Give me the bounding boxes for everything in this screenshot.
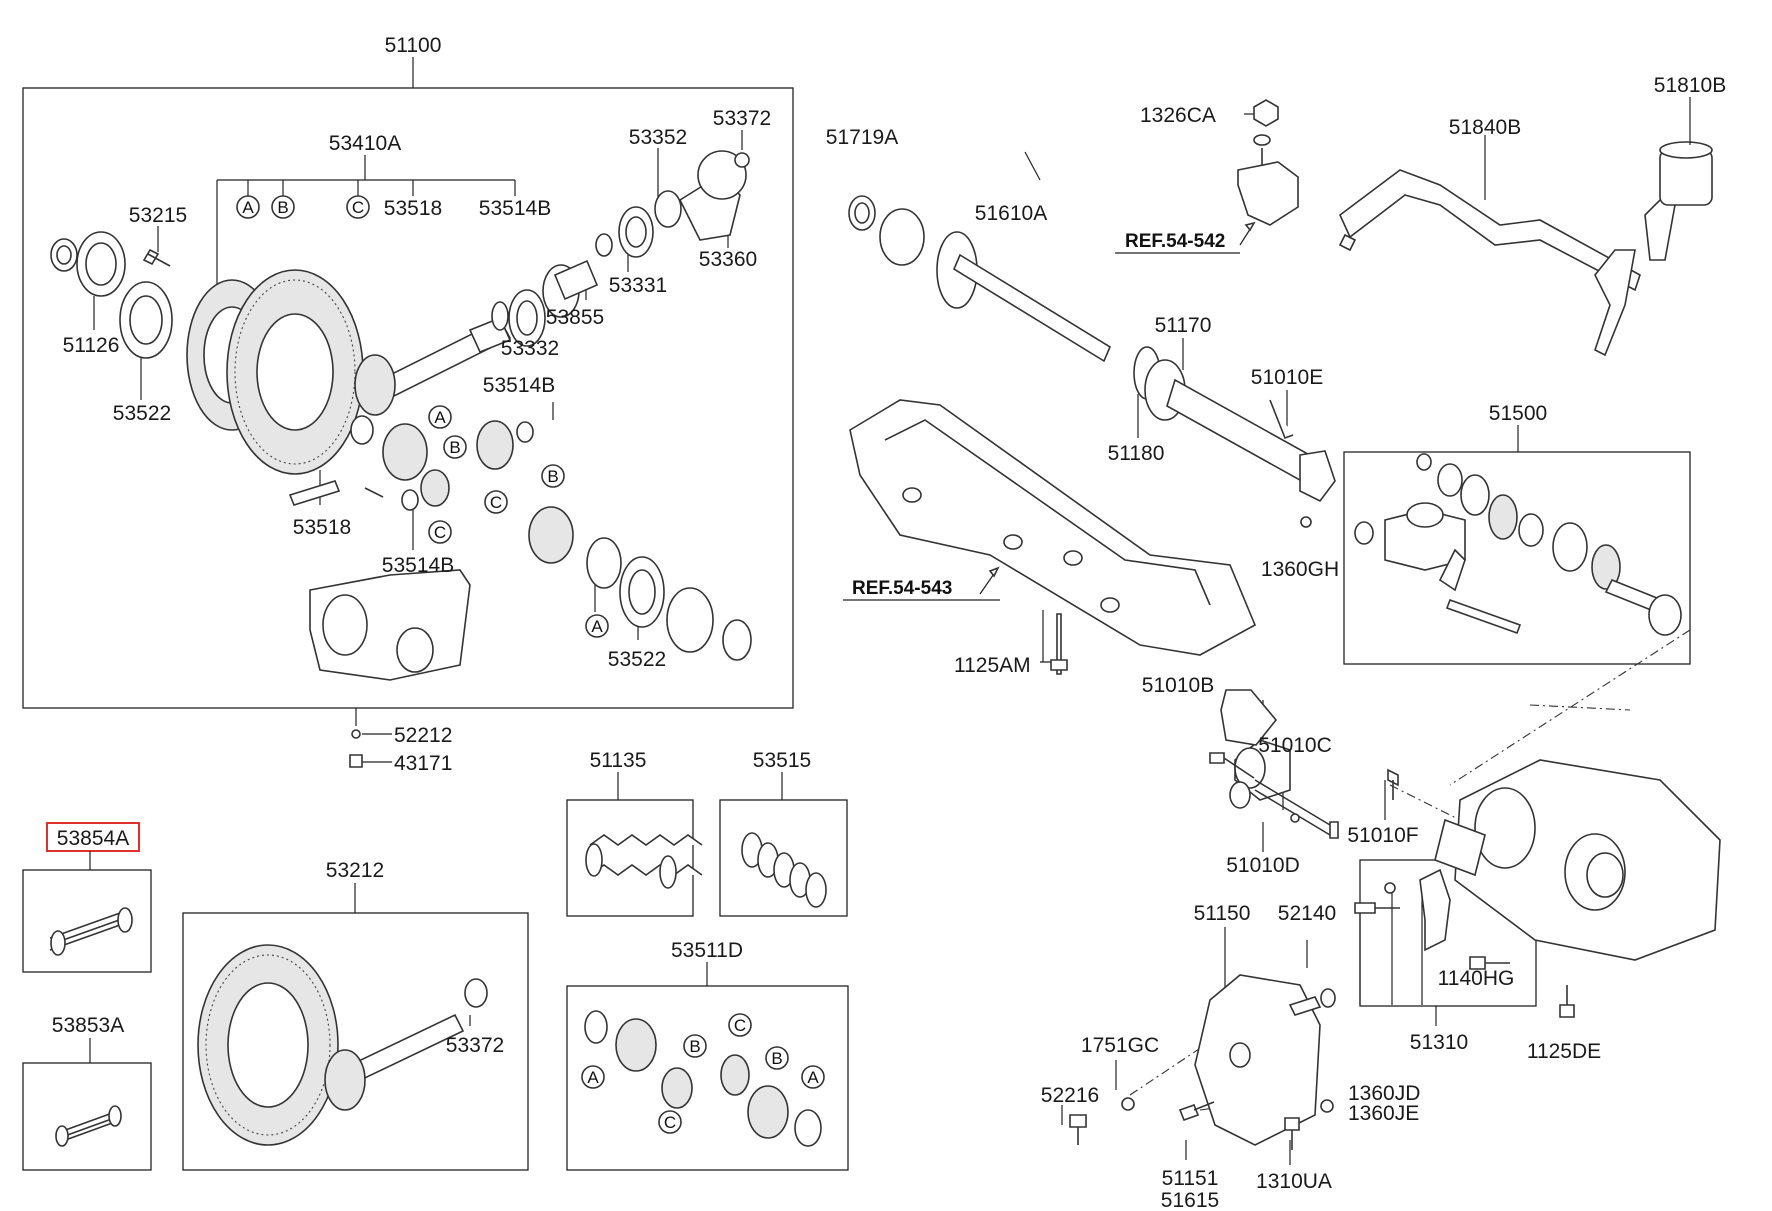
label-1360JD: 1360JD xyxy=(1348,1082,1420,1105)
svg-text:C: C xyxy=(734,1016,746,1035)
svg-text:A: A xyxy=(591,617,603,636)
label-51610A: 51610A xyxy=(975,202,1047,225)
label-1360GH: 1360GH xyxy=(1261,558,1339,581)
svg-text:B: B xyxy=(547,467,558,486)
svg-text:A: A xyxy=(242,198,254,217)
label-53522: 53522 xyxy=(113,402,171,425)
svg-text:B: B xyxy=(277,198,288,217)
label-53514B-c: 53514B xyxy=(382,554,454,577)
box-51500 xyxy=(1343,451,1691,665)
label-1125AM: 1125AM xyxy=(954,654,1031,677)
svg-text:C: C xyxy=(434,523,446,542)
label-1360JE: 1360JE xyxy=(1348,1102,1419,1125)
label-51310: 51310 xyxy=(1410,1031,1468,1054)
label-53854A: 53854A xyxy=(57,827,129,850)
box-51135 xyxy=(566,799,694,917)
label-53332: 53332 xyxy=(501,337,559,360)
label-51840B: 51840B xyxy=(1449,116,1521,139)
svg-text:A: A xyxy=(587,1068,599,1087)
label-51150: 51150 xyxy=(1194,902,1251,925)
label-53372: 53372 xyxy=(713,107,771,130)
label-1751GC: 1751GC xyxy=(1081,1034,1159,1057)
label-51135: 51135 xyxy=(590,749,647,772)
circled-letters: A B C A B C B C A xyxy=(236,195,609,638)
dash-connectors xyxy=(1129,629,1691,1111)
label-53518-b: 53518 xyxy=(293,516,351,539)
svg-text:C: C xyxy=(664,1113,676,1132)
label-51010E: 51010E xyxy=(1251,366,1323,389)
label-52212: 52212 xyxy=(394,724,452,747)
label-53514B-b: 53514B xyxy=(483,374,555,397)
label-51180: 51180 xyxy=(1108,442,1165,465)
label-51100: 51100 xyxy=(385,34,442,57)
axle-crossmember-illustration xyxy=(848,195,1336,675)
differential-carrier-illustration xyxy=(50,150,752,768)
bracket-51310 xyxy=(1359,880,1423,1005)
svg-text:A: A xyxy=(807,1068,819,1087)
label-53511D: 53511D xyxy=(671,939,743,962)
ref-54-542: REF.54-542 xyxy=(1125,231,1225,252)
highlight-frame-53854A xyxy=(46,822,140,852)
label-53853A: 53853A xyxy=(52,1014,124,1037)
box-53853A xyxy=(22,1062,152,1171)
label-53360: 53360 xyxy=(699,248,757,271)
label-53372-b: 53372 xyxy=(446,1034,504,1057)
label-51126: 51126 xyxy=(63,334,120,357)
svg-text:C: C xyxy=(352,198,364,217)
svg-text:B: B xyxy=(449,438,460,457)
label-53410A: 53410A xyxy=(329,132,401,155)
transfer-assembly-illustration xyxy=(1354,453,1682,636)
label-1125DE: 1125DE xyxy=(1527,1040,1601,1063)
label-51170: 51170 xyxy=(1155,314,1212,337)
label-53518: 53518 xyxy=(384,197,442,220)
label-52216: 52216 xyxy=(1041,1084,1099,1107)
label-53514B: 53514B xyxy=(479,197,551,220)
label-53212: 53212 xyxy=(326,859,384,882)
svg-text:B: B xyxy=(771,1049,782,1068)
label-51719A: 51719A xyxy=(826,126,898,149)
box-53854A xyxy=(22,869,152,973)
label-1140HG: 1140HG xyxy=(1438,967,1515,990)
ref-54-543: REF.54-543 xyxy=(852,578,952,599)
label-51010B: 51010B xyxy=(1142,674,1214,697)
label-51151: 51151 xyxy=(1162,1167,1219,1190)
label-52140: 52140 xyxy=(1278,902,1336,925)
ref-labels: REF.54-542 REF.54-543 xyxy=(852,221,1256,599)
mount-harness-illustration xyxy=(1237,99,1713,357)
label-53352: 53352 xyxy=(629,126,687,149)
label-53331: 53331 xyxy=(609,274,667,297)
box-53515 xyxy=(719,799,848,917)
label-1310UA: 1310UA xyxy=(1256,1170,1332,1193)
part-number-labels: 51100 53410A 53372 53352 53215 53518 535… xyxy=(52,34,1726,1211)
label-51615: 51615 xyxy=(1161,1189,1219,1211)
box-51100 xyxy=(22,87,794,709)
label-51010C: 51010C xyxy=(1258,734,1332,757)
label-51010D: 51010D xyxy=(1226,854,1300,877)
label-1326CA: 1326CA xyxy=(1140,104,1216,127)
label-51500: 51500 xyxy=(1489,402,1547,425)
rear-housing-illustration xyxy=(1069,689,1721,1150)
svg-text:B: B xyxy=(689,1037,700,1056)
label-53215: 53215 xyxy=(129,204,187,227)
svg-text:C: C xyxy=(490,493,502,512)
label-51810B: 51810B xyxy=(1654,74,1726,97)
springs-gears-illustration: B C B A A C xyxy=(49,832,827,1147)
svg-text:A: A xyxy=(434,408,446,427)
label-51010F: 51010F xyxy=(1347,824,1418,847)
label-53515: 53515 xyxy=(753,749,811,772)
label-53522-b: 53522 xyxy=(608,648,666,671)
label-43171: 43171 xyxy=(394,752,452,775)
label-53855: 53855 xyxy=(546,306,604,329)
leader-lines xyxy=(89,57,1691,1165)
